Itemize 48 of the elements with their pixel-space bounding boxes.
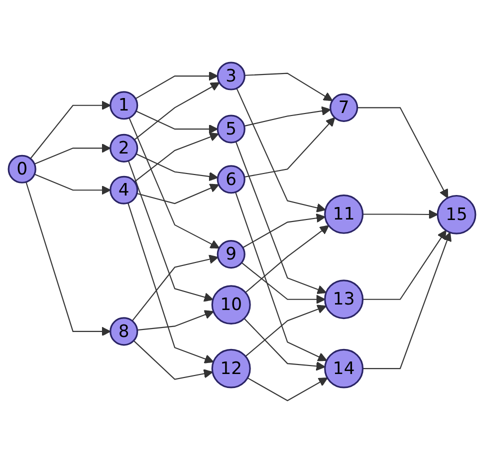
arrow [235, 192, 328, 362]
node-circle: 10 [211, 285, 251, 325]
node-circle: 12 [211, 349, 251, 389]
arrow [128, 161, 214, 302]
node-circle: 13 [324, 280, 364, 320]
arrow [133, 340, 213, 380]
node-circle: 9 [216, 240, 246, 269]
node-circle: 0 [8, 155, 36, 184]
arrow [136, 154, 218, 182]
node-circle: 8 [110, 318, 138, 346]
node-circle: 1 [110, 92, 138, 120]
arrow [132, 255, 218, 322]
arrow [34, 144, 111, 165]
arrow [245, 305, 327, 358]
arrow [34, 174, 111, 196]
arrow [244, 73, 333, 102]
arrow [362, 232, 452, 370]
node-circle: 15 [436, 195, 476, 235]
arrow [247, 378, 328, 402]
arrow [362, 210, 438, 220]
arrow [136, 110, 218, 134]
arrow [134, 82, 220, 141]
arrow [134, 132, 219, 183]
arrow [30, 101, 111, 160]
node-circle: 7 [330, 94, 358, 122]
arrow [244, 318, 326, 372]
arrow [235, 142, 327, 294]
arrow [244, 106, 331, 127]
node-circle: 2 [110, 134, 138, 163]
arrow [128, 203, 214, 364]
node-circle: 11 [324, 194, 364, 234]
arrow [245, 226, 330, 294]
node-circle: 14 [324, 349, 364, 389]
arrow [241, 262, 326, 304]
node-circle: 5 [216, 115, 246, 144]
arrow [26, 182, 111, 337]
arrow [128, 118, 220, 249]
arrow [244, 118, 336, 178]
arrow [135, 72, 218, 100]
node-circle: 3 [216, 62, 246, 91]
node-circle: 6 [216, 166, 246, 194]
arrow [362, 230, 446, 300]
arrow [357, 108, 448, 199]
arrow [136, 184, 220, 204]
node-circle: 4 [110, 176, 138, 205]
arrow [236, 88, 326, 213]
arrow [242, 214, 326, 248]
arrow [137, 310, 214, 331]
